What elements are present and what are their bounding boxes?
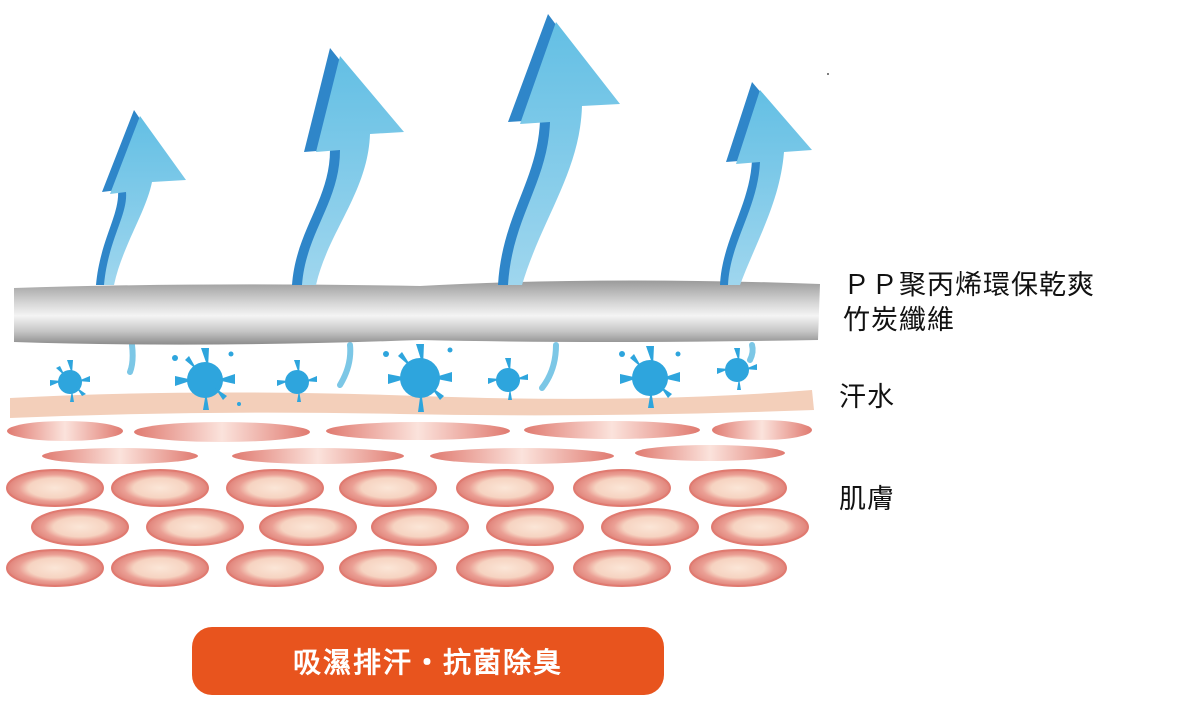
stray-mark [827, 73, 829, 75]
feature-badge: 吸濕排汗・抗菌除臭 [192, 627, 664, 695]
fabric-label-line1: ＰＰ聚丙烯環保乾爽 [843, 270, 1095, 301]
sweat-droplet-icon [50, 344, 757, 412]
skin-label: 肌膚 [839, 484, 895, 515]
up-arrow-icon [96, 14, 812, 285]
feature-badge-text: 吸濕排汗・抗菌除臭 [292, 646, 563, 679]
fabric-label-line2: 竹炭纖維 [843, 305, 955, 336]
vapor-wisps [127, 342, 756, 391]
skin-cell-layer [6, 469, 809, 587]
fabric-label: ＰＰ聚丙烯環保乾爽 竹炭纖維 [843, 268, 1095, 338]
skin-surface [10, 390, 814, 418]
fabric-layer [14, 280, 820, 345]
skin-fiber-layer [7, 420, 812, 464]
sweat-label: 汗水 [839, 382, 895, 413]
